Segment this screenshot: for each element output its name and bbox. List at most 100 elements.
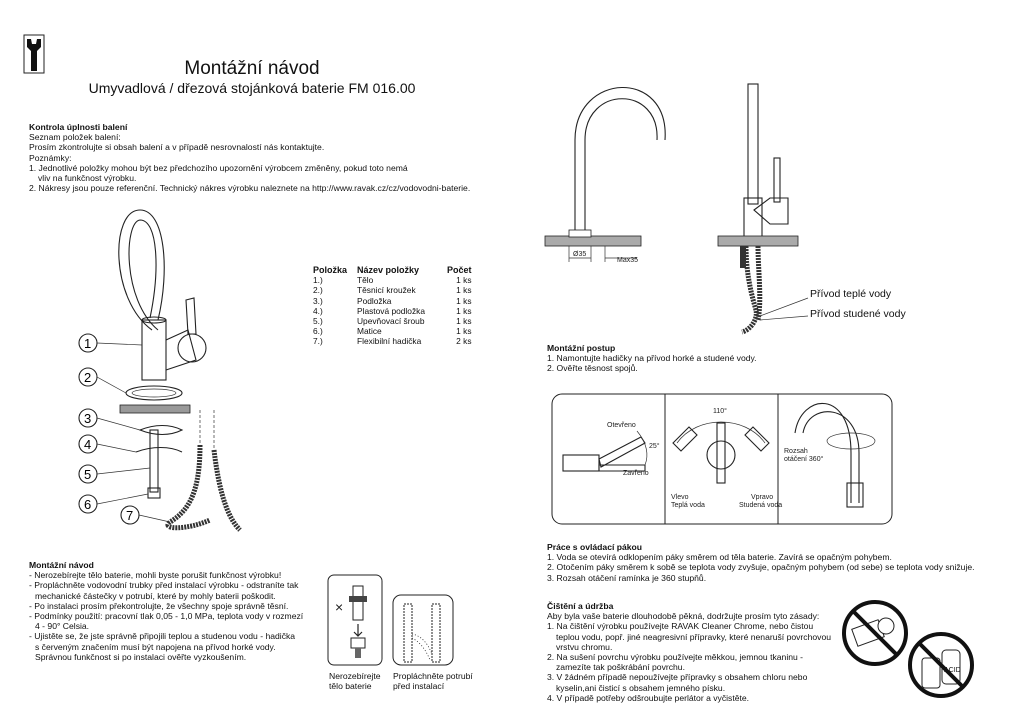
mounting-notes-section: Montážní návod - Nerozebírejte tělo bate… <box>29 560 303 662</box>
callout-3: 3 <box>84 411 91 426</box>
cell: Tělo <box>357 275 374 286</box>
supply-label-lines <box>759 297 809 321</box>
mounting-note-line: - Podmínky použití: pracovní tlak 0,05 -… <box>29 611 304 622</box>
cleaning-line: zamezíte tak poškrábání povrchu. <box>556 662 685 673</box>
callout-2: 2 <box>84 370 91 385</box>
callout-7: 7 <box>126 508 133 523</box>
cleaning-line: Aby byla vaše baterie dlouhodobě pěkná, … <box>547 611 820 622</box>
lever-operation-diagram: Otevřeno 25° Zavřeno 110° Vlevo Teplá vo… <box>551 393 893 525</box>
mounting-note-line: - Nerozebírejte tělo baterie, mohli byst… <box>29 570 282 581</box>
lever-rotation-label: 110° <box>713 407 727 415</box>
package-check-line: Prosím zkontrolujte si obsah balení a v … <box>29 142 325 153</box>
mounting-note-line: mechanické částečky v potrubí, které by … <box>35 590 276 601</box>
cell: 3.) <box>313 295 323 306</box>
col-header-name: Název položky <box>357 265 420 275</box>
table-row: 3.) Podložka 1 ks <box>313 296 472 306</box>
caption-flush-pipes: Propláchněte potrubí před instalací <box>393 671 473 691</box>
cell: 1 ks <box>456 326 472 337</box>
cell: 5.) <box>313 316 323 327</box>
callout-1: 1 <box>84 336 91 351</box>
cell: 2.) <box>313 285 323 296</box>
parts-table-header: Položka Název položky Počet <box>313 265 472 275</box>
mounting-note-line: - Ujistěte se, že jste správně připojili… <box>29 631 296 642</box>
no-abrasive-sponge-icon <box>842 600 908 666</box>
lever-operation-line: 1. Voda se otevírá odklopením páky směre… <box>547 552 892 563</box>
cleaning-line: teplou vodu, popř. jiné neagresivní příp… <box>556 631 831 642</box>
lever-operation-section: Práce s ovládací pákou 1. Voda se otevír… <box>547 542 975 583</box>
package-check-section: Kontrola úplnosti balení Seznam položek … <box>29 122 470 193</box>
package-check-line: 2. Nákresy jsou pouze referenční. Techni… <box>29 183 471 194</box>
table-row: 6.) Matice 1 ks <box>313 326 472 336</box>
page-title: Montážní návod <box>184 58 320 79</box>
package-check-line: 1. Jednotlivé položky mohou být bez před… <box>29 162 408 173</box>
cell: 1 ks <box>456 295 472 306</box>
lever-open-label: Otevřeno <box>607 422 636 429</box>
lever-operation-line: 2. Otočením páky směrem k sobě se teplot… <box>547 562 975 573</box>
exploded-faucet-drawing: 1 2 3 4 5 6 7 <box>78 209 242 532</box>
cleaning-line: vrstvu chromu. <box>556 641 613 652</box>
wrench-logo-icon <box>23 34 45 74</box>
dimension-diameter: Ø35 <box>573 251 586 258</box>
swivel-sub: otáčení 360° <box>784 455 824 463</box>
package-check-line: Poznámky: <box>29 152 72 163</box>
mounting-procedure-heading: Montážní postup <box>547 343 616 353</box>
caption-do-not-disassemble: Nerozebírejte tělo baterie <box>329 671 381 691</box>
col-header-count: Počet <box>447 265 472 275</box>
cell: 1 ks <box>456 285 472 296</box>
page-subtitle: Umyvadlová / dřezová stojánková baterie … <box>88 80 416 96</box>
mounting-notes-heading: Montážní návod <box>29 560 94 570</box>
cell: 6.) <box>313 326 323 337</box>
package-check-heading: Kontrola úplnosti balení <box>29 122 128 132</box>
callout-5: 5 <box>84 467 91 482</box>
cell: Těsnicí kroužek <box>357 285 416 296</box>
mounting-note-line: - Propláchněte vodovodní trubky před ins… <box>29 580 299 591</box>
cell: 1 ks <box>456 316 472 327</box>
cleaning-line: 1. Na čištění výrobku používejte RAVAK C… <box>547 621 814 632</box>
caption-line: Propláchněte potrubí <box>393 671 473 681</box>
cleaning-line: kyselin,ani čisticí s obsahem jemného pí… <box>556 682 726 693</box>
callout-markers: 1 2 3 4 5 6 7 <box>78 333 171 525</box>
mounting-note-line: s červeným značením musí být napojena na… <box>35 641 276 652</box>
faucet-front-drawing <box>717 83 799 335</box>
cell: Matice <box>357 326 382 337</box>
lever-angle-label: 25° <box>649 442 660 450</box>
cell: Podložka <box>357 295 392 306</box>
package-check-line: Seznam položek balení: <box>29 132 121 143</box>
package-check-line: vliv na funkčnost výrobku. <box>38 173 137 184</box>
svg-text:×: × <box>335 599 343 615</box>
faucet-side-dimension-drawing: Ø35 Max35 <box>544 86 666 264</box>
mounting-procedure-section: Montážní postup 1. Namontujte hadičky na… <box>547 343 757 374</box>
hot-supply-label: Přívod teplé vody <box>810 288 892 300</box>
table-row: 2.) Těsnicí kroužek 1 ks <box>313 285 472 295</box>
cell: Flexibilní hadička <box>357 336 422 347</box>
caption-line: Nerozebírejte <box>329 671 381 681</box>
cell: Upevňovací šroub <box>357 316 425 327</box>
procedure-line: 1. Namontujte hadičky na přívod horké a … <box>547 353 757 364</box>
cleaning-section: Čištění a údržba Aby byla vaše baterie d… <box>547 601 831 703</box>
mounting-note-line: 4 - 90° Celsia. <box>35 621 90 632</box>
cell: 1 ks <box>456 305 472 316</box>
cleaning-line: 2. Na sušení povrchu výrobku používejte … <box>547 652 804 663</box>
callout-4: 4 <box>84 437 91 452</box>
cleaning-line: 3. V žádném případě nepoužívejte příprav… <box>547 672 808 683</box>
swivel-label: Rozsah <box>784 448 808 455</box>
dimension-max: Max35 <box>617 257 638 264</box>
lever-right-sub: Studená voda <box>739 502 782 509</box>
do-not-disassemble-pictogram: × <box>327 574 383 666</box>
caption-line: tělo baterie <box>329 681 372 692</box>
mounting-note-line: - Po instalaci prosím překontrolujte, že… <box>29 600 289 611</box>
table-row: 5.) Upevňovací šroub 1 ks <box>313 316 472 326</box>
mounting-note-line: Správnou funkčnost si po instalaci ověřt… <box>35 651 247 662</box>
cold-supply-label: Přívod studené vody <box>810 308 906 320</box>
flush-pipes-pictogram <box>392 594 454 666</box>
lever-left-sub: Teplá voda <box>671 502 705 509</box>
procedure-line: 2. Ověřte těsnost spojů. <box>547 363 638 374</box>
cell: 4.) <box>313 305 323 316</box>
col-header-item: Položka <box>313 265 348 275</box>
cell: 2 ks <box>456 336 472 347</box>
cleaning-line: 4. V případě potřeby odšroubujte perláto… <box>547 692 750 703</box>
